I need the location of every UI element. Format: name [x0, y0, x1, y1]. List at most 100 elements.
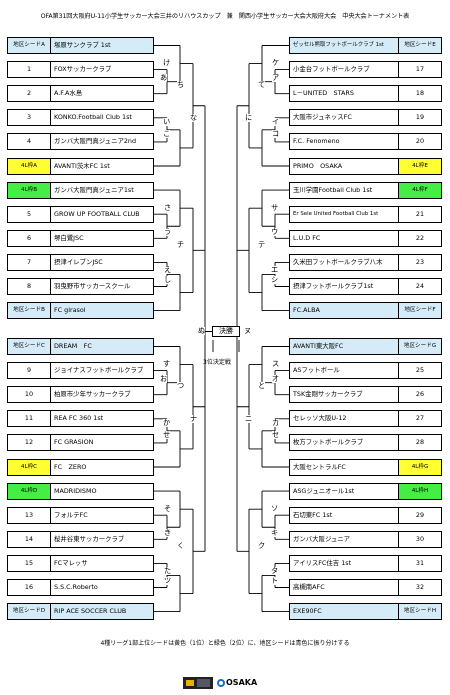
left-round-label: え [164, 265, 172, 275]
seed-badge: 地区シードG [398, 339, 441, 354]
team-name: ジョイナスフットボールクラブ [54, 366, 144, 375]
team-number: 23 [398, 254, 441, 270]
team-name: 摂津フットボールクラブ1st [293, 282, 374, 290]
team-number: 18 [398, 86, 441, 102]
left-round-label: い [163, 116, 171, 126]
team-name: DREAM FC [54, 342, 92, 350]
osaka-logo-text: OSAKA [226, 678, 258, 687]
right-round-label: て [258, 79, 266, 89]
team-name: 枚方フットボールクラブ [293, 438, 364, 447]
team-number: 14 [8, 531, 51, 547]
right-round-label: テ [258, 240, 266, 250]
right-team-row: 22 L.U.D FC [289, 229, 442, 247]
team-name: TSK金剛サッカークラブ [293, 390, 363, 399]
left-round-label: そ [164, 504, 172, 514]
right-round-label: シ [271, 275, 279, 285]
right-round-label: に [245, 112, 253, 122]
team-name: ゼッセル熊取フットボールクラブ 1st [293, 42, 384, 48]
team-name: FC ZERO [54, 462, 87, 471]
right-round-label: ソ [271, 504, 279, 514]
team-number: 7 [8, 254, 51, 270]
team-name: 高槻南AFC [293, 583, 325, 591]
right-team-row: 28 枚方フットボールクラブ [289, 434, 442, 452]
seed-badge: 4L枠D [8, 483, 51, 499]
team-name: L.U.D FC [293, 233, 321, 242]
right-round-label: オ [272, 373, 280, 383]
team-name: 堺白鷺JSC [54, 233, 84, 242]
right-round-label: ク [258, 541, 266, 551]
team-number: 22 [398, 230, 441, 246]
left-round-label: ち [177, 79, 185, 89]
right-round-label: ウ [271, 227, 279, 237]
left-round-label: け [163, 57, 171, 67]
left-round-label: せ [163, 429, 171, 439]
team-name: ASフットボール [293, 366, 340, 375]
team-number: 25 [398, 363, 441, 379]
left-round-label: か [163, 417, 171, 427]
team-name: FC glrasol [54, 306, 86, 315]
team-number: 5 [8, 206, 51, 222]
team-name: 小金台フットボールクラブ [293, 65, 370, 74]
right-team-row: 地区シードG AVANTI東大阪FC [289, 338, 442, 355]
left-round-label: こ [163, 128, 171, 138]
seed-badge: 4L枠F [398, 182, 441, 198]
final-match-box: 決勝 [212, 326, 240, 337]
right-round-label: エ [271, 265, 279, 275]
team-number: 21 [398, 206, 441, 222]
team-number: 31 [398, 555, 441, 571]
team-number: 26 [398, 387, 441, 403]
team-number: 12 [8, 435, 51, 451]
right-round-label: イ [272, 116, 280, 126]
team-name: 大阪市ジュネッスFC [293, 113, 352, 122]
team-name: FC.ALBA [293, 306, 320, 315]
team-number: 2 [8, 86, 51, 102]
team-number: 16 [8, 580, 51, 595]
seed-badge: 地区シードH [398, 604, 441, 620]
left-round-label: き [164, 528, 172, 538]
footnote: 4種リーグ1部上位シードは黄色（1位）と緑色（2位）に、地区シードは青色に振り分… [100, 640, 350, 647]
left-round-label: ナ [190, 413, 198, 423]
right-round-label: キ [271, 528, 279, 538]
seed-badge: 地区シードB [8, 303, 51, 319]
right-round-label: ト [271, 576, 279, 586]
left-round-label: な [190, 112, 198, 122]
team-number: 8 [8, 279, 51, 294]
team-number: 1 [8, 62, 51, 78]
team-name: FCマレッサ [54, 558, 88, 567]
team-name: KONKO.Football Club 1st [54, 113, 132, 122]
left-round-label: お [160, 373, 168, 383]
final-right-label: ヌ [244, 326, 252, 335]
team-number: 28 [398, 435, 441, 451]
team-number: 10 [8, 387, 51, 403]
team-name: RIP ACE SOCCER CLUB [54, 607, 127, 616]
team-name: FC GRASION [54, 438, 94, 447]
seed-badge: 4L枠G [398, 459, 441, 475]
team-name: REA FC 360 1st [54, 414, 104, 423]
team-number: 13 [8, 507, 51, 523]
team-name: ガンバ大阪門真ジュニア2nd [54, 137, 137, 146]
team-name: AVANTI東大阪FC [293, 342, 344, 350]
right-team-row: 25 ASフットボール [289, 362, 442, 380]
seed-badge: 4L枠C [8, 459, 51, 475]
team-name: F.C. Fenomeno [293, 137, 340, 146]
team-name: 石切東FC 1st [293, 510, 333, 519]
